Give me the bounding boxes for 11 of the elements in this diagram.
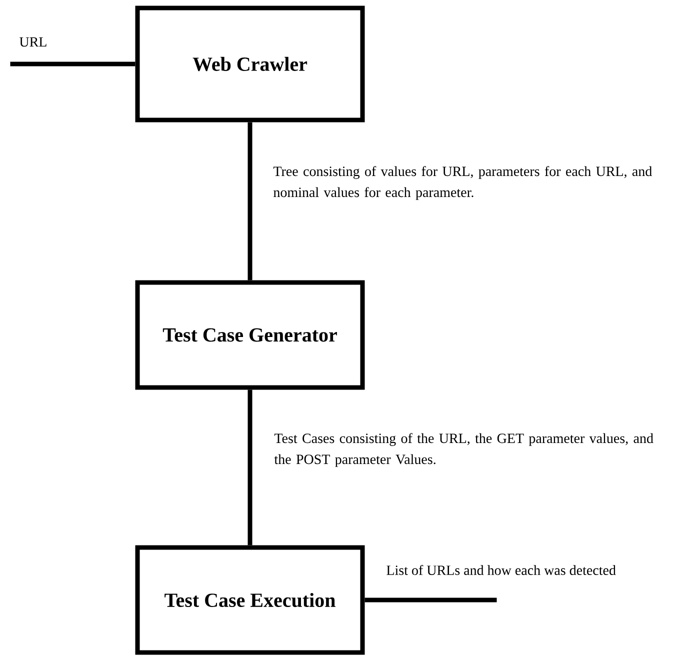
- connector-line: [10, 62, 136, 66]
- edge-label: List of URLs and how each was detected: [386, 565, 616, 575]
- connector-line: [248, 122, 252, 280]
- edge-label: URL: [20, 37, 46, 47]
- edge-label: Test Cases consisting of the URL, the GET parameter values, and the POST parameter Values.: [274, 433, 654, 467]
- connector-line: [364, 598, 497, 602]
- connector-line: [248, 390, 252, 546]
- process-box: Test Case Generator: [135, 280, 365, 390]
- edge-label: Tree consisting of values for URL, parameters for each URL, and nominal values for each parameter.: [273, 166, 652, 200]
- process-box: Test Case Execution: [135, 545, 365, 655]
- process-box: Web Crawler: [135, 6, 365, 122]
